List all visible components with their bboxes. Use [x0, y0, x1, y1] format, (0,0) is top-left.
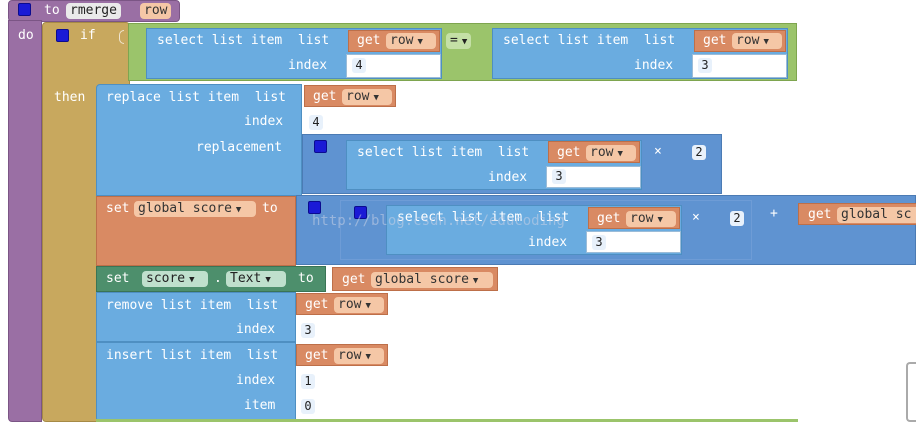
procedure-name-field[interactable]: rmerge: [66, 3, 121, 19]
insert-list-item-block[interactable]: [96, 342, 296, 422]
get-label: get: [597, 211, 621, 226]
do-label: do: [18, 28, 34, 43]
number-slot: [546, 166, 641, 188]
to-label: to: [262, 201, 278, 216]
row-dropdown[interactable]: row▼: [626, 211, 676, 227]
set-label: set: [106, 271, 130, 286]
equals-operator-dropdown[interactable]: =▼: [446, 33, 472, 49]
to-label: to: [44, 3, 60, 18]
get-label: get: [305, 297, 329, 312]
index-number[interactable]: 3: [698, 58, 712, 73]
score-component-dropdown[interactable]: score▼: [142, 271, 208, 287]
set-score-text-block[interactable]: [96, 266, 326, 292]
if-mutator-icon[interactable]: [56, 29, 69, 42]
if-bottom-edge: [96, 419, 798, 422]
times-operator: ×: [692, 210, 700, 225]
item-number[interactable]: 0: [301, 399, 315, 414]
remove-list-item-label: remove list item list: [106, 298, 279, 313]
row-dropdown[interactable]: row▼: [334, 297, 384, 313]
socket-notch: [119, 30, 124, 44]
get-label: get: [313, 89, 337, 104]
replace-list-item-label: replace list item list: [106, 90, 287, 105]
index-label: index: [236, 373, 276, 388]
set-label: set: [106, 201, 130, 216]
index-number[interactable]: 4: [309, 115, 323, 130]
index-label: index: [488, 170, 528, 185]
global-score-dropdown[interactable]: global score▼: [371, 272, 493, 288]
number-slot: [586, 231, 681, 253]
param-row[interactable]: row: [140, 3, 172, 19]
global-score-dropdown-truncated[interactable]: global sc: [837, 207, 916, 223]
select-list-item-label: select list item list: [503, 33, 676, 48]
remove-list-item-block[interactable]: [96, 292, 296, 342]
times-operator: ×: [654, 144, 662, 159]
row-dropdown[interactable]: row▼: [386, 33, 436, 49]
get-label: get: [342, 272, 366, 287]
row-dropdown[interactable]: row▼: [342, 89, 392, 105]
replacement-label: replacement: [196, 140, 283, 155]
text-property-dropdown[interactable]: Text▼: [226, 271, 286, 287]
index-number[interactable]: 3: [552, 169, 566, 184]
replace-list-item-block[interactable]: [96, 84, 302, 196]
index-number[interactable]: 3: [592, 235, 606, 250]
procedure-body-bar: [8, 20, 42, 422]
multiplier-number[interactable]: 2: [692, 145, 706, 160]
get-label: get: [357, 33, 381, 48]
then-label: then: [54, 90, 86, 105]
select-list-item-label: select list item list: [357, 145, 530, 160]
get-label: get: [808, 207, 832, 222]
multiply-mutator-icon[interactable]: [354, 206, 367, 219]
mutator-icon[interactable]: [18, 3, 31, 16]
item-label: item: [244, 398, 276, 413]
row-dropdown[interactable]: row▼: [586, 145, 636, 161]
multiply-mutator-icon[interactable]: [314, 140, 327, 153]
get-label: get: [305, 348, 329, 363]
index-label: index: [244, 114, 284, 129]
index-label: index: [634, 58, 674, 73]
select-list-item-label: select list item list: [157, 33, 330, 48]
select-list-item-label: select list item list: [397, 210, 570, 225]
index-label: index: [288, 58, 328, 73]
plus-operator: +: [770, 206, 778, 221]
index-label: index: [528, 235, 568, 250]
to-label: to: [298, 271, 314, 286]
get-label: get: [557, 145, 581, 160]
index-label: index: [236, 322, 276, 337]
row-dropdown[interactable]: row▼: [334, 348, 384, 364]
index-number[interactable]: 1: [301, 374, 315, 389]
if-label: if: [80, 28, 96, 43]
index-number[interactable]: 3: [301, 323, 315, 338]
insert-list-item-label: insert list item list: [106, 348, 279, 363]
index-number[interactable]: 4: [352, 58, 366, 73]
multiplier-number[interactable]: 2: [730, 211, 744, 226]
trash-can-icon[interactable]: [906, 362, 916, 422]
get-label: get: [703, 33, 727, 48]
watermark: http://blog.csdn.net/educoding: [312, 213, 565, 229]
dot-label: .: [214, 271, 222, 286]
add-mutator-icon[interactable]: [308, 201, 321, 214]
row-dropdown[interactable]: row▼: [732, 33, 782, 49]
global-score-dropdown[interactable]: global score▼: [134, 201, 256, 217]
